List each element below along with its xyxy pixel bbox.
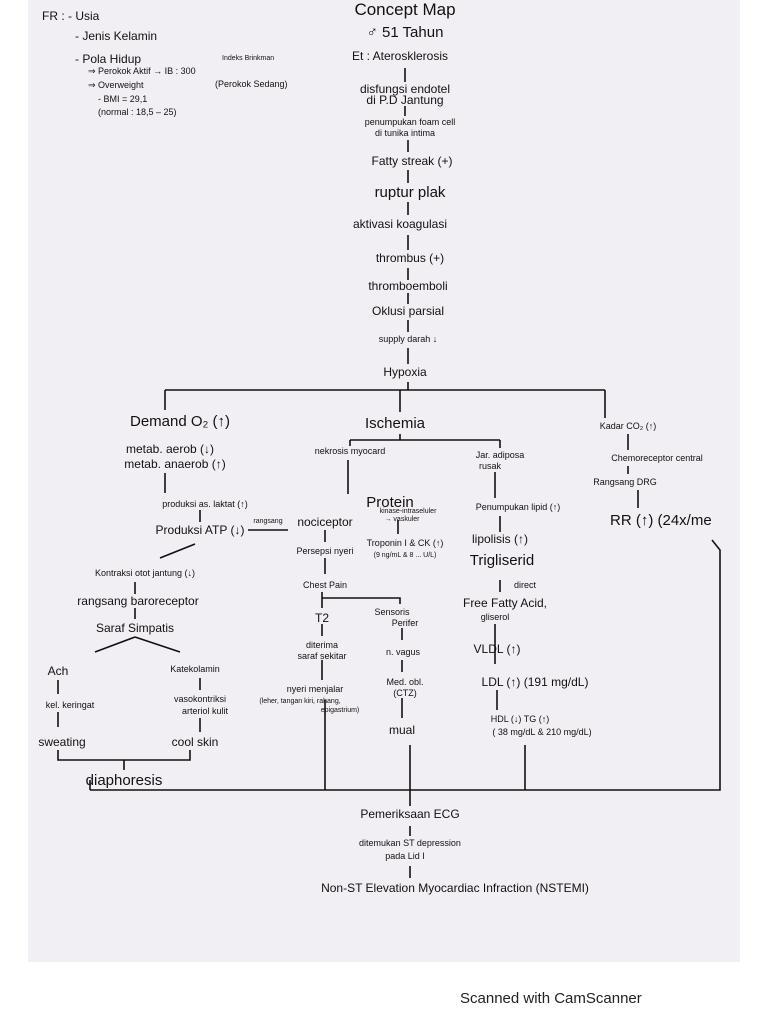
produksi-laktat: produksi as. laktat (↑) xyxy=(162,499,248,509)
risk-factor-item: - Pola Hidup xyxy=(75,52,142,66)
chain-node: Hypoxia xyxy=(383,365,427,379)
mual: mual xyxy=(388,723,416,737)
chain-node: thromboemboli xyxy=(368,279,448,293)
bmi-text: - BMI = 29,1 xyxy=(98,94,148,104)
nociceptor: nociceptor xyxy=(297,515,353,529)
persepsi-nyeri: Persepsi nyeri xyxy=(296,546,354,556)
split xyxy=(321,592,401,608)
bmi-normal: (normal : 18,5 – 25) xyxy=(98,107,177,117)
rangsang-label: rangsang xyxy=(253,518,283,525)
hdl-tg: HDL (↓) TG (↑) xyxy=(490,714,550,724)
join xyxy=(57,750,191,770)
saraf-simpatis: Saraf Simpatis xyxy=(95,621,175,635)
etiology: Et : Aterosklerosis xyxy=(351,49,449,63)
chain-node: aktivasi koagulasi xyxy=(352,217,448,231)
ach: Ach xyxy=(47,664,69,678)
chain-node: di tunika intima xyxy=(374,128,436,138)
chain-node: supply darah ↓ xyxy=(378,334,438,344)
brinkman-note: Indeks Brinkman xyxy=(222,55,275,62)
vasokontriksi: vasokontriksi xyxy=(173,694,227,704)
troponin: Troponin I & CK (↑) xyxy=(366,538,444,548)
protein-sub: kinase-intraseluler xyxy=(379,508,437,515)
cool-skin: cool skin xyxy=(171,735,219,749)
diaphoresis: diaphoresis xyxy=(85,772,163,789)
smoker-text: ⇒ Perokok Aktif → IB : 300 xyxy=(88,66,196,76)
free-fatty-acid: Free Fatty Acid, xyxy=(462,596,548,610)
sweating: sweating xyxy=(38,735,86,749)
diterima: diterima xyxy=(305,640,339,650)
saraf-sekitar: saraf sekitar xyxy=(297,651,347,661)
respiratory-rate: RR (↑) (24x/me xyxy=(610,512,712,529)
ecg-exam: Pemeriksaan ECG xyxy=(360,807,460,821)
patient-info: ♂ 51 Tahun xyxy=(366,24,444,41)
overweight-text: ⇒ Overweight xyxy=(88,80,144,90)
baroreceptor: rangsang baroreceptor xyxy=(77,594,199,608)
scanner-watermark: Scanned with CamScanner xyxy=(460,990,642,1007)
ctz: (CTZ) xyxy=(393,688,417,698)
st-depression: ditemukan ST depression xyxy=(359,838,461,848)
gliserol: gliserol xyxy=(480,612,510,622)
chain-node: ruptur plak xyxy=(374,184,446,201)
chain-node: di P.D Jantung xyxy=(366,93,444,107)
kel-keringat: kel. keringat xyxy=(45,700,95,710)
branch-line xyxy=(164,382,606,418)
arrow xyxy=(159,543,196,559)
scanned-paper xyxy=(28,0,740,962)
troponin-value: (9 ng/mL & 8 ... U/L) xyxy=(373,552,437,559)
protein: Protein xyxy=(366,494,414,511)
med-obl: Med. obl. xyxy=(386,677,424,687)
katekolamin: Katekolamin xyxy=(170,664,220,674)
page-title: Concept Map xyxy=(354,0,456,19)
collect-line xyxy=(89,539,721,791)
arteriol-kulit: arteriol kulit xyxy=(181,706,229,716)
demand-o2: Demand O₂ (↑) xyxy=(129,413,231,430)
nekrosis-myocard: nekrosis myocard xyxy=(314,446,386,456)
hdl-tg-values: ( 38 mg/dL & 210 mg/dL) xyxy=(492,727,592,737)
produksi-atp: Produksi ATP (↓) xyxy=(155,523,245,537)
trigliserid: Trigliserid xyxy=(469,552,535,569)
metab-aerob: metab. aerob (↓) xyxy=(125,442,215,456)
chain-node: thrombus (+) xyxy=(375,251,445,265)
penumpukan-lipid: Penumpukan lipid (↑) xyxy=(475,502,561,512)
kadar-co2: Kadar CO₂ (↑) xyxy=(599,421,657,431)
risk-factor-label: FR : - Usia xyxy=(42,9,100,23)
chest-pain: Chest Pain xyxy=(302,580,348,590)
jar-adiposa: Jar. adiposa xyxy=(475,450,525,460)
chain-node: Fatty streak (+) xyxy=(371,154,453,168)
smoker-class: (Perokok Sedang) xyxy=(215,79,288,89)
chain-node: disfungsi endotel xyxy=(359,82,451,96)
direct-label: direct xyxy=(513,580,537,590)
ldl: LDL (↑) (191 mg/dL) xyxy=(481,675,589,689)
chain-node: Oklusi parsial xyxy=(371,304,445,318)
metab-anaerob: metab. anaerob (↑) xyxy=(124,457,226,471)
chain-node: penumpukan foam cell xyxy=(364,117,456,127)
chemoreceptor: Chemoreceptor central xyxy=(611,453,703,463)
menjalar-location-2: epigastrium) xyxy=(320,707,360,714)
sensoris: Sensoris xyxy=(374,607,410,617)
rusak: rusak xyxy=(478,461,502,471)
menjalar-location: (leher, tangan kiri, rahang, xyxy=(259,698,341,705)
st-lead: pada Lid I xyxy=(385,851,425,861)
vldl: VLDL (↑) xyxy=(473,642,521,656)
t2: T2 xyxy=(314,611,330,625)
n-vagus: n. vagus xyxy=(385,647,421,657)
nyeri-menjalar: nyeri menjalar xyxy=(286,684,344,694)
ischemia: Ischemia xyxy=(364,415,426,432)
diagnosis-nstemi: Non-ST Elevation Myocardiac Infraction (… xyxy=(321,881,589,895)
risk-factor-item: - Jenis Kelamin xyxy=(75,29,158,43)
lipolisis: lipolisis (↑) xyxy=(471,532,529,546)
split xyxy=(94,636,181,653)
kontraksi-otot: Kontraksi otot jantung (↓) xyxy=(94,568,196,578)
protein-sub-2: → vaskuler xyxy=(384,516,420,523)
perifer: Perifer xyxy=(391,618,419,628)
ischemia-split xyxy=(349,434,501,448)
rangsang-drg: Rangsang DRG xyxy=(593,477,657,487)
